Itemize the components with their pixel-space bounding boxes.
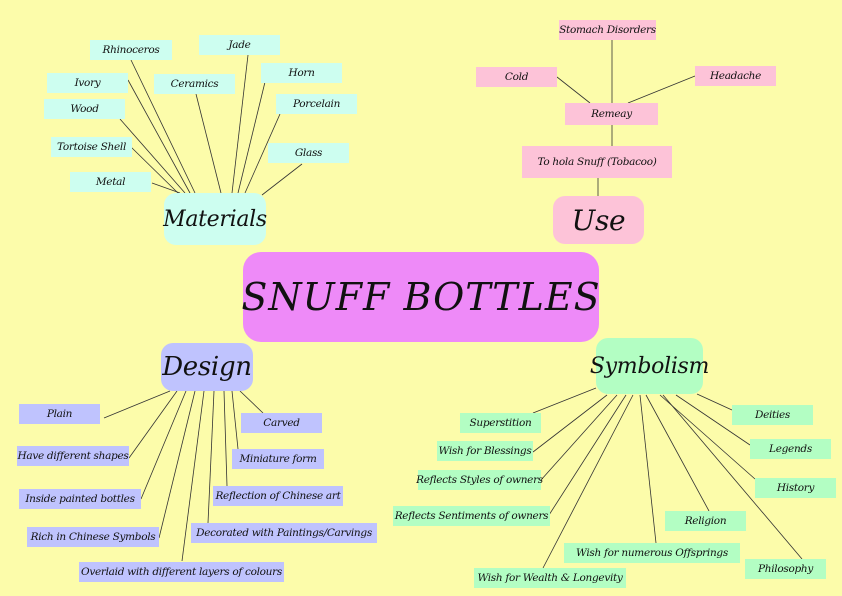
- materials-node[interactable]: Materials: [163, 193, 267, 245]
- materials-item[interactable]: Ceramics: [154, 74, 235, 94]
- symbolism-item[interactable]: Reflects Styles of owners: [416, 470, 543, 490]
- symbolism-item[interactable]: Superstition: [460, 413, 541, 433]
- use-item[interactable]: To hola Snuff (Tobacoo): [522, 146, 672, 178]
- symbolism-item[interactable]: Wish for numerous Offsprings: [564, 543, 740, 563]
- use-item[interactable]: Remeay: [565, 103, 658, 125]
- design-item[interactable]: Inside painted bottles: [19, 489, 141, 509]
- materials-item[interactable]: Rhinoceros: [90, 40, 172, 60]
- use-item[interactable]: Stomach Disorders: [559, 20, 656, 40]
- symbolism-node[interactable]: Symbolism: [590, 338, 709, 394]
- use-item[interactable]: Headache: [695, 66, 776, 86]
- materials-item[interactable]: Glass: [268, 143, 349, 163]
- symbolism-item[interactable]: Wish for Blessings: [437, 441, 533, 461]
- design-item[interactable]: Reflection of Chinese art: [213, 486, 343, 506]
- symbolism-item[interactable]: Religion: [665, 511, 746, 531]
- symbolism-item[interactable]: Reflects Sentiments of owners: [393, 506, 550, 526]
- design-item[interactable]: Decorated with Paintings/Carvings: [191, 523, 377, 543]
- materials-item[interactable]: Metal: [70, 172, 151, 192]
- design-item[interactable]: Rich in Chinese Symbols: [27, 527, 159, 547]
- design-item[interactable]: Carved: [241, 413, 322, 433]
- use-item[interactable]: Cold: [476, 67, 557, 87]
- materials-item[interactable]: Tortoise Shell: [51, 137, 132, 157]
- materials-item[interactable]: Horn: [261, 63, 342, 83]
- design-item[interactable]: Miniature form: [232, 449, 324, 469]
- symbolism-item[interactable]: Legends: [750, 439, 831, 459]
- design-item[interactable]: Plain: [19, 404, 100, 424]
- symbolism-item[interactable]: Wish for Wealth & Longevity: [474, 568, 626, 588]
- design-node[interactable]: Design: [161, 343, 253, 391]
- central-topic[interactable]: SNUFF BOTTLES: [241, 252, 600, 342]
- symbolism-item[interactable]: Philosophy: [745, 559, 826, 579]
- design-item[interactable]: Overlaid with different layers of colour…: [79, 562, 284, 582]
- design-item[interactable]: Have different shapes: [17, 446, 129, 466]
- materials-item[interactable]: Ivory: [47, 73, 128, 93]
- materials-item[interactable]: Porcelain: [276, 94, 357, 114]
- symbolism-item[interactable]: Deities: [732, 405, 813, 425]
- materials-item[interactable]: Wood: [44, 99, 125, 119]
- symbolism-item[interactable]: History: [755, 478, 836, 498]
- use-node[interactable]: Use: [553, 196, 644, 244]
- materials-item[interactable]: Jade: [199, 35, 280, 55]
